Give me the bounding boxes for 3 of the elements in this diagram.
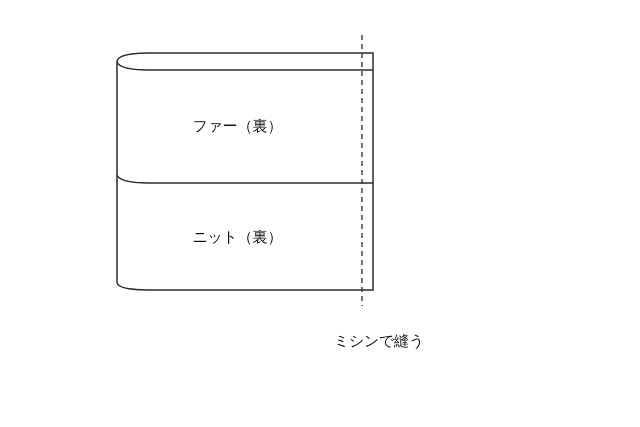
- stitch-label: ミシンで縫う: [334, 332, 424, 351]
- panel-label: ファー（裏）: [192, 116, 282, 136]
- panel-label: ニット（裏）: [192, 228, 282, 246]
